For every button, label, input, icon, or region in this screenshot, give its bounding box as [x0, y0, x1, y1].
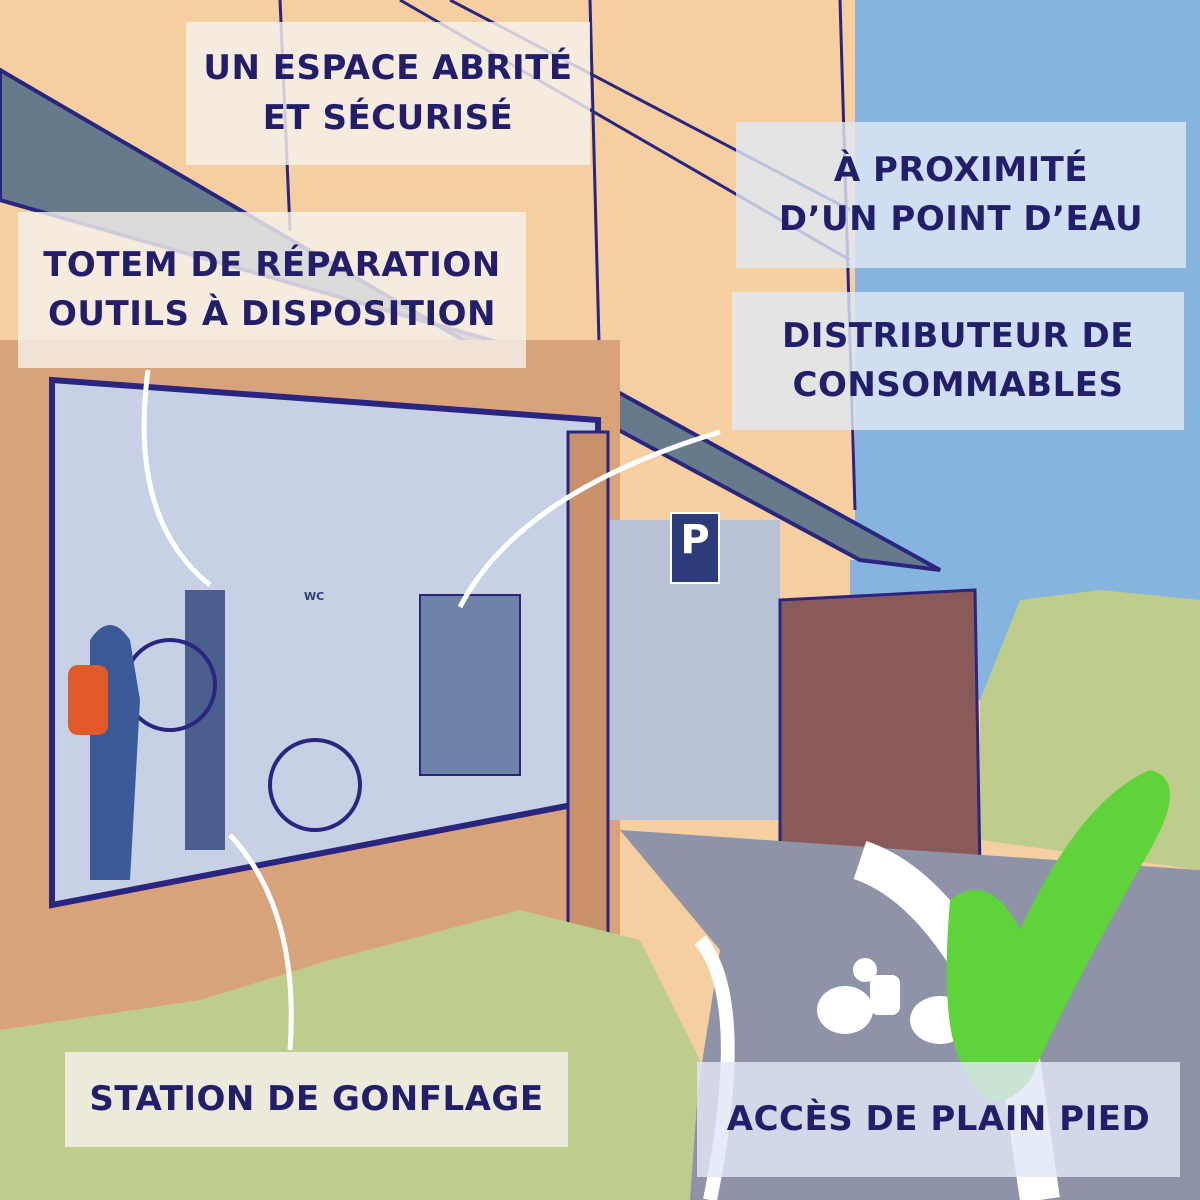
vending-machine	[419, 594, 521, 776]
gate	[778, 588, 982, 872]
label-line: UN ESPACE ABRITÉ	[203, 48, 573, 89]
repair-totem	[185, 590, 225, 850]
label-shelter: UN ESPACE ABRITÉ ET SÉCURISÉ	[186, 22, 590, 165]
checkmark-icon	[946, 770, 1170, 1101]
wc-sign: WC	[304, 590, 325, 603]
backpack	[68, 665, 108, 735]
label-line: STATION DE GONFLAGE	[89, 1078, 544, 1119]
label-line: DISTRIBUTEUR DE	[782, 315, 1134, 356]
label-line: CONSOMMABLES	[792, 365, 1124, 405]
label-pump-station: STATION DE GONFLAGE	[65, 1052, 568, 1147]
bicycle-wheel	[268, 738, 362, 832]
label-line: ACCÈS DE PLAIN PIED	[726, 1098, 1151, 1139]
label-water-point: À PROXIMITÉ D’UN POINT D’EAU	[736, 122, 1186, 268]
label-dispenser: DISTRIBUTEUR DE CONSOMMABLES	[732, 292, 1184, 430]
arrows	[141, 369, 721, 1051]
parking-sign: P	[670, 512, 720, 584]
label-repair-totem: TOTEM DE RÉPARATION OUTILS À DISPOSITION	[18, 212, 526, 368]
label-line: ET SÉCURISÉ	[262, 97, 514, 138]
label-line: OUTILS À DISPOSITION	[47, 294, 496, 334]
label-line: D’UN POINT D’EAU	[778, 199, 1144, 239]
label-line: À PROXIMITÉ	[833, 149, 1089, 190]
label-line: TOTEM DE RÉPARATION	[43, 244, 501, 285]
label-level-access: ACCÈS DE PLAIN PIED	[697, 1062, 1180, 1177]
